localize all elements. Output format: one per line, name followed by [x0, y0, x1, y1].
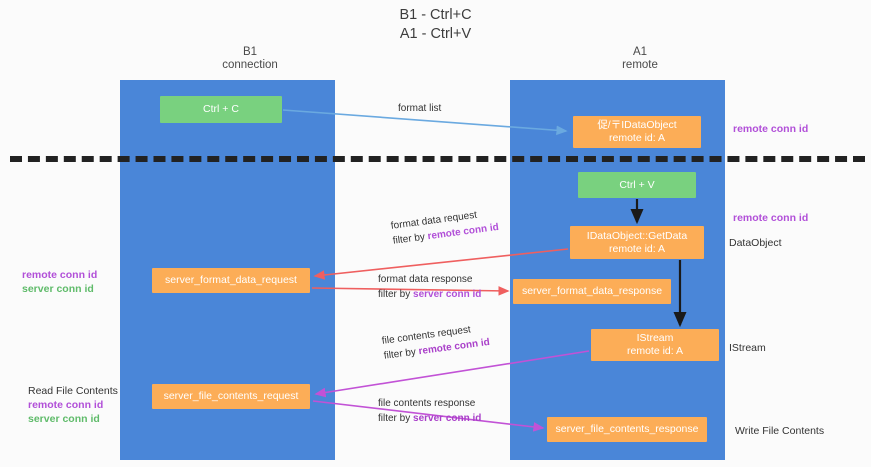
- node-idataobject-title: 促/〒IDataObject: [597, 119, 677, 131]
- annotation-dataobject: DataObject: [729, 236, 782, 250]
- edge-label-format-list-line1: format list: [398, 103, 442, 114]
- annotation-left-conn-ids: remote conn id server conn id: [22, 268, 97, 296]
- node-istream-subtitle: remote id: A: [626, 345, 684, 357]
- edge-filter-prefix: filter by: [392, 231, 429, 247]
- node-idataobject[interactable]: 促/〒IDataObject remote id: A: [573, 116, 701, 148]
- annotation-remote-conn-id: remote conn id: [733, 123, 809, 135]
- edge-label-file-contents-response-line2: filter by server conn id: [378, 411, 481, 426]
- node-server-file-contents-request-label: server_file_contents_request: [163, 390, 299, 402]
- lane-header-a1: A1 remote: [622, 46, 658, 71]
- node-ctrl-v[interactable]: Ctrl + V: [578, 172, 696, 198]
- annotation-write-file-contents: Write File Contents: [735, 424, 824, 438]
- edge-label-file-contents-request: file contents request filter by remote c…: [381, 320, 491, 364]
- annotation-write-file-contents-label: Write File Contents: [735, 425, 825, 437]
- node-server-file-contents-request[interactable]: server_file_contents_request: [152, 384, 310, 409]
- annotation-read-file-contents-label: Read File Contents: [28, 385, 118, 397]
- node-server-format-data-response[interactable]: server_format_data_response: [513, 279, 671, 304]
- node-ctrl-c[interactable]: Ctrl + C: [160, 96, 282, 123]
- node-ctrl-c-label: Ctrl + C: [203, 103, 239, 115]
- annotation-left-read-file-contents: Read File Contents remote conn id server…: [28, 384, 118, 426]
- node-server-file-contents-response[interactable]: server_file_contents_response: [547, 417, 707, 442]
- annotation-right-remote-conn-id-top: remote conn id: [733, 122, 808, 136]
- lane-header-b1: B1 connection: [222, 46, 278, 71]
- node-server-format-data-response-label: server_format_data_response: [521, 285, 663, 297]
- edge-filter-key: server conn id: [413, 413, 482, 424]
- annotation-server-conn-id: server conn id: [28, 413, 100, 425]
- node-istream-title: IStream: [636, 332, 674, 344]
- edge-label-format-data-request: format data request filter by remote con…: [390, 205, 500, 249]
- annotation-istream-label: IStream: [729, 342, 766, 354]
- edge-label-format-data-response-line1: format data response: [378, 274, 473, 285]
- node-server-file-contents-response-label: server_file_contents_response: [555, 423, 699, 435]
- edge-filter-prefix: filter by: [378, 413, 414, 424]
- edge-label-file-contents-response: file contents response filter by server …: [378, 396, 481, 426]
- node-idataobject-getdata[interactable]: IDataObject::GetData remote id: A: [570, 226, 704, 259]
- edge-label-format-data-response: format data response filter by server co…: [378, 272, 481, 302]
- node-getdata-title: IDataObject::GetData: [586, 229, 688, 242]
- annotation-dataobject-label: DataObject: [729, 237, 782, 249]
- annotation-server-conn-id: server conn id: [22, 283, 94, 295]
- edge-label-file-contents-response-line1: file contents response: [378, 398, 476, 409]
- annotation-remote-conn-id: remote conn id: [28, 399, 104, 411]
- annotation-remote-conn-id: remote conn id: [733, 212, 809, 224]
- edge-label-format-data-response-line2: filter by server conn id: [378, 287, 481, 302]
- edge-filter-key: server conn id: [413, 289, 482, 300]
- node-ctrl-v-label: Ctrl + V: [619, 178, 655, 191]
- node-server-format-data-request[interactable]: server_format_data_request: [152, 268, 310, 293]
- edge-label-format-list: format list: [398, 101, 441, 116]
- edge-filter-prefix: filter by: [383, 346, 420, 362]
- node-server-format-data-request-label: server_format_data_request: [165, 274, 297, 286]
- edge-filter-prefix: filter by: [378, 289, 414, 300]
- annotation-right-remote-conn-id-mid: remote conn id: [733, 211, 808, 225]
- page-title: B1 - Ctrl+C A1 - Ctrl+V: [399, 7, 472, 42]
- annotation-remote-conn-id: remote conn id: [22, 269, 98, 281]
- node-istream[interactable]: IStream remote id: A: [591, 329, 719, 361]
- annotation-istream: IStream: [729, 341, 766, 355]
- node-getdata-subtitle: remote id: A: [608, 242, 666, 255]
- phase-separator-divider: [10, 156, 865, 162]
- node-idataobject-subtitle: remote id: A: [608, 132, 666, 144]
